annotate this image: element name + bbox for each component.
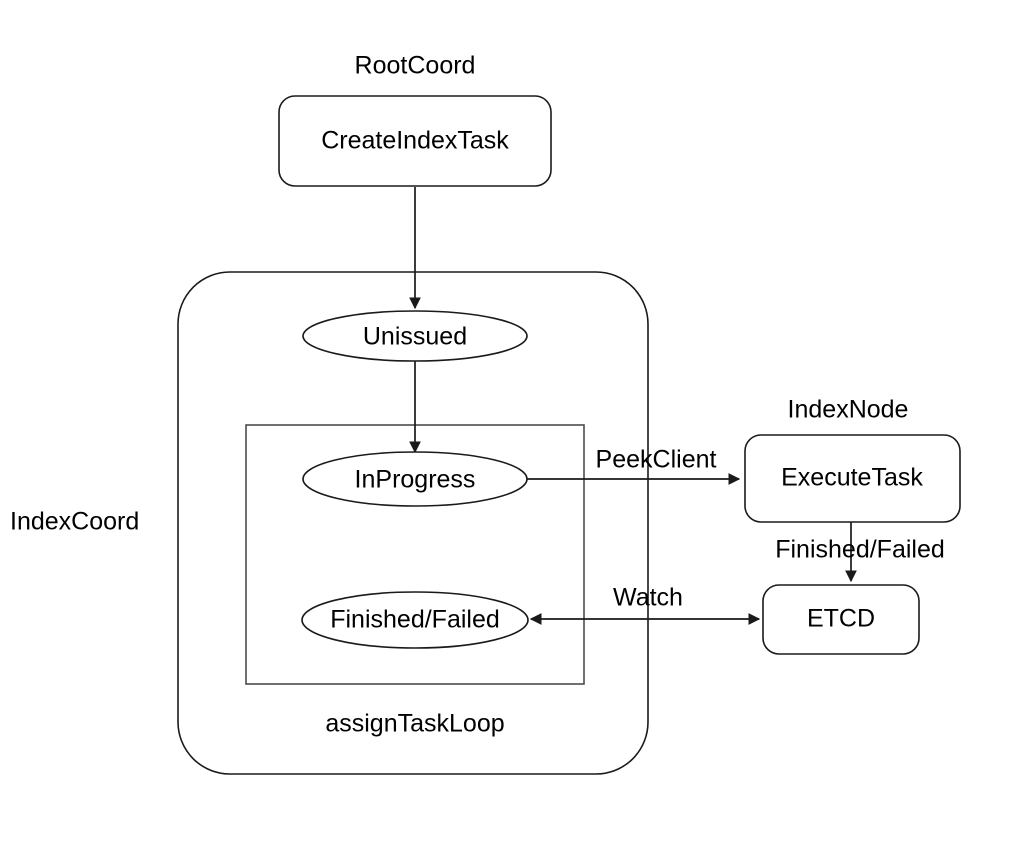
node-etcd[interactable]: ETCD — [762, 584, 920, 655]
node-create-index-task-label: CreateIndexTask — [321, 127, 509, 155]
node-in-progress[interactable]: InProgress — [302, 451, 528, 507]
node-create-index-task[interactable]: CreateIndexTask — [278, 95, 552, 187]
node-unissued[interactable]: Unissued — [302, 310, 528, 362]
group-index-coord-boundary — [177, 271, 649, 775]
node-execute-task[interactable]: ExecuteTask — [744, 434, 961, 523]
node-finished-failed[interactable]: Finished/Failed — [301, 591, 529, 649]
node-unissued-label: Unissued — [363, 323, 467, 351]
edge-label-watch: Watch — [613, 584, 683, 612]
group-label-root-coord: RootCoord — [355, 52, 476, 80]
node-etcd-label: ETCD — [807, 605, 875, 633]
node-finished-failed-label: Finished/Failed — [330, 606, 500, 634]
group-label-index-coord: IndexCoord — [10, 508, 139, 536]
edge-label-finished-failed: Finished/Failed — [775, 536, 945, 564]
node-in-progress-label: InProgress — [355, 466, 476, 494]
edge-label-peek-client: PeekClient — [596, 446, 717, 474]
node-execute-task-label: ExecuteTask — [781, 464, 923, 492]
group-label-assign-task-loop: assignTaskLoop — [325, 710, 504, 738]
group-label-index-node: IndexNode — [788, 396, 909, 424]
